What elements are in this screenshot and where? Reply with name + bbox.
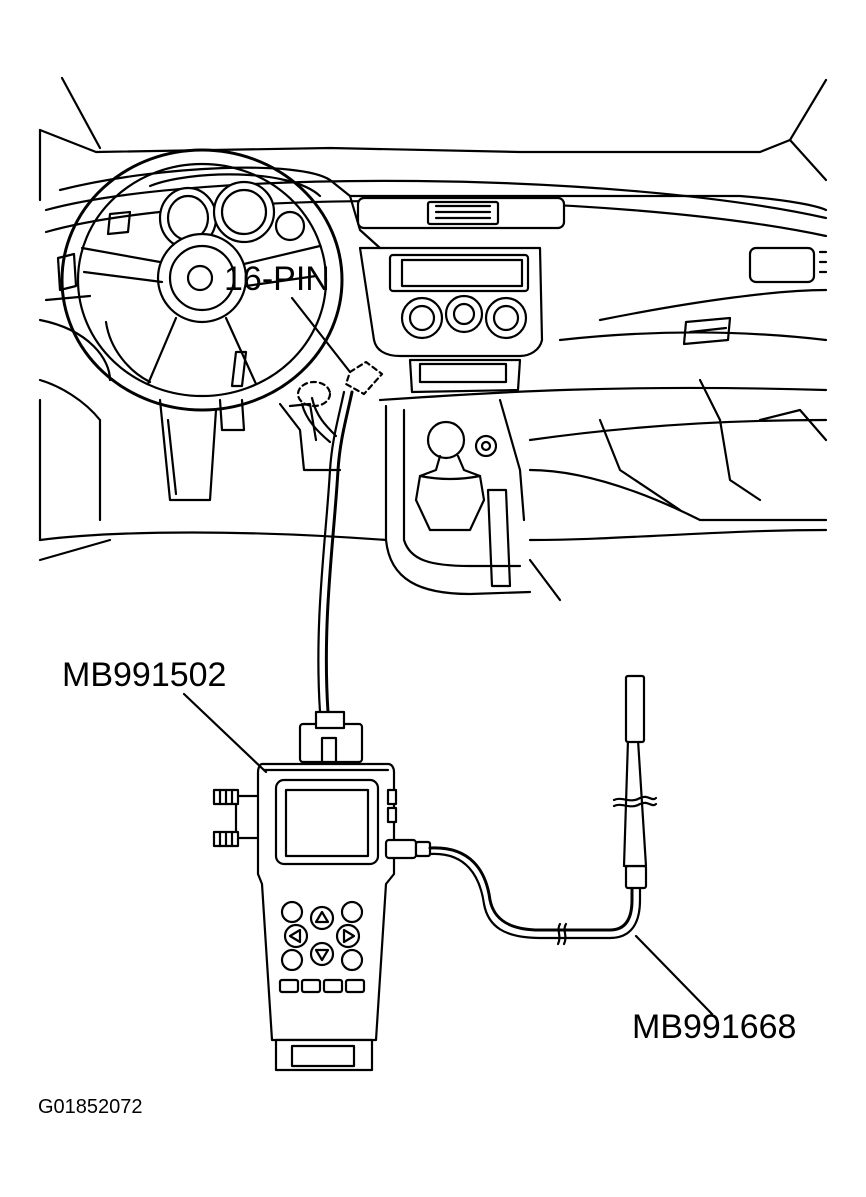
probe-leader [634, 934, 714, 1016]
tester-device [212, 710, 398, 1072]
tester-label: MB991502 [62, 656, 227, 694]
dashboard [38, 166, 828, 422]
connector-label: 16-PIN [224, 260, 330, 298]
instrument-cluster [148, 173, 322, 250]
floor [38, 378, 828, 602]
probe-cable [384, 674, 658, 946]
tester-leader [182, 692, 268, 774]
center-stack [358, 246, 544, 596]
windshield-frame [38, 76, 828, 202]
probe-label: MB991668 [632, 1008, 797, 1046]
steering-wheel [60, 148, 344, 412]
main-cable [300, 390, 354, 714]
figure-id-label: G01852072 [38, 1096, 143, 1118]
leader-lines [182, 692, 714, 1016]
